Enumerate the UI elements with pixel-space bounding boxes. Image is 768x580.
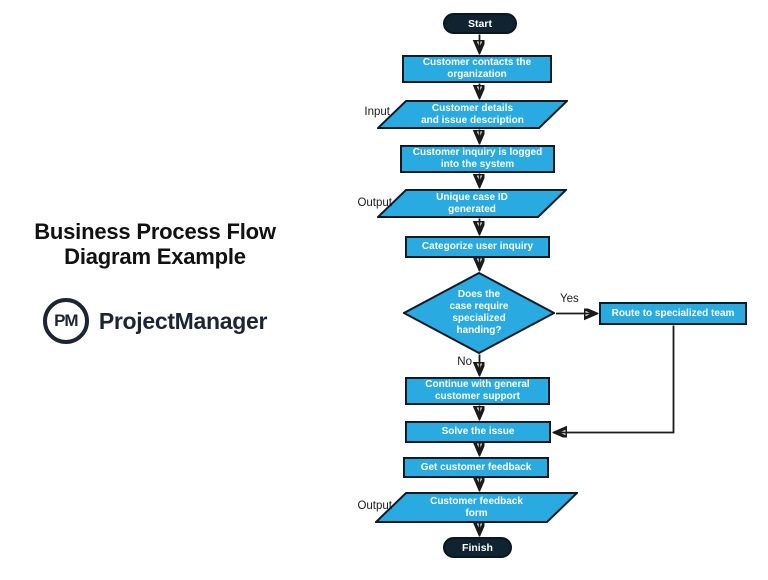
node-label: Categorize user inquiry [421,241,534,252]
node-label: Customer details and issue description [421,102,524,126]
node-categorize: Categorize user inquiry [405,236,550,258]
node-customer-contacts: Customer contacts the organization [402,55,552,83]
node-label: Continue with general customer support [425,379,530,402]
label-input: Input [364,106,390,118]
node-feedback-form: Customer feedback form [375,492,578,523]
connector-route-solve [557,325,675,433]
node-decision: Does the case require specialized handin… [403,272,555,354]
brand-name: ProjectManager [98,307,268,334]
node-inquiry-logged: Customer inquiry is logged into the syst… [400,145,555,173]
node-label: Unique case ID generated [436,191,508,215]
pm-logo-icon: PM [42,298,89,344]
node-route-specialized: Route to specialized team [599,302,747,325]
label-yes: Yes [560,293,579,305]
branding-panel: Business Process Flow Diagram Example PM… [0,0,310,344]
node-label: Customer feedback form [430,495,523,519]
parallelogram-shape [375,492,578,523]
node-label: Start [468,17,492,30]
node-finish: Finish [443,537,512,558]
node-start: Start [443,13,517,34]
diamond-shape [403,272,555,354]
parallelogram-shape [377,100,568,129]
node-label: Get customer feedback [420,461,532,473]
label-no: No [457,356,472,368]
brand-logo: PM ProjectManager [0,298,310,344]
node-label: Finish [462,541,493,554]
node-customer-details: Customer details and issue description [377,100,568,129]
node-solve-issue: Solve the issue [405,421,551,443]
page-title: Business Process Flow Diagram Example [34,219,276,269]
node-general-support: Continue with general customer support [405,377,550,405]
label-output-caseid: Output [357,197,392,209]
node-label: Customer contacts the organization [422,57,532,80]
node-label: Customer inquiry is logged into the syst… [412,147,543,170]
parallelogram-shape [377,189,567,218]
node-label: Solve the issue [441,426,515,437]
node-label: Does the case require specialized handin… [449,289,509,336]
node-get-feedback: Get customer feedback [403,457,549,478]
pm-monogram: PM [54,311,78,330]
node-case-id: Unique case ID generated [377,189,567,218]
node-label: Route to specialized team [611,307,735,319]
label-output-form: Output [357,500,392,512]
